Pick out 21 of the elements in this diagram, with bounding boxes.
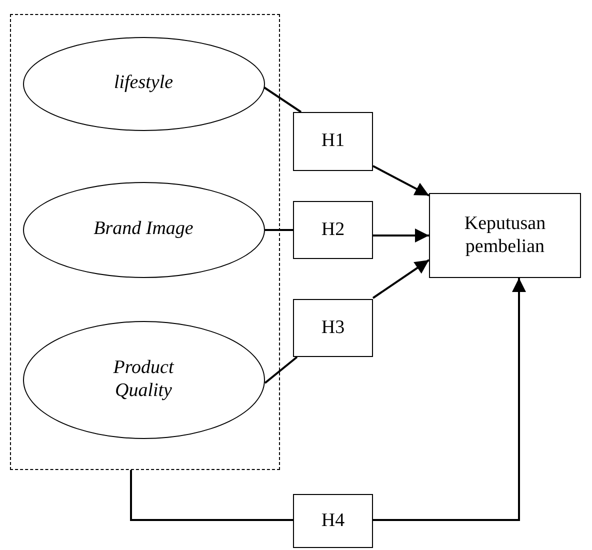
connector-line bbox=[265, 229, 293, 231]
hypothesis-box bbox=[293, 112, 373, 171]
variable-label: Product Quality bbox=[112, 356, 175, 402]
variable-label: lifestyle bbox=[114, 72, 174, 95]
hypothesis-box bbox=[293, 299, 373, 357]
hypothesis-box bbox=[293, 494, 373, 548]
arrow bbox=[372, 259, 430, 299]
arrow bbox=[373, 278, 526, 521]
connector-line bbox=[130, 470, 293, 521]
connector-line bbox=[264, 356, 298, 384]
node-label: H1 bbox=[321, 130, 345, 153]
node-label: H3 bbox=[321, 316, 345, 340]
arrow bbox=[372, 165, 430, 196]
hypothesis-box bbox=[293, 201, 373, 259]
dashed-group-box bbox=[10, 14, 280, 470]
node-label: Keputusan pembelian bbox=[463, 212, 547, 258]
arrow bbox=[373, 228, 429, 242]
variable-label: Brand Image bbox=[94, 218, 194, 241]
node-label: H2 bbox=[321, 218, 345, 242]
outcome-box bbox=[429, 193, 581, 278]
node-label: H4 bbox=[321, 510, 345, 532]
